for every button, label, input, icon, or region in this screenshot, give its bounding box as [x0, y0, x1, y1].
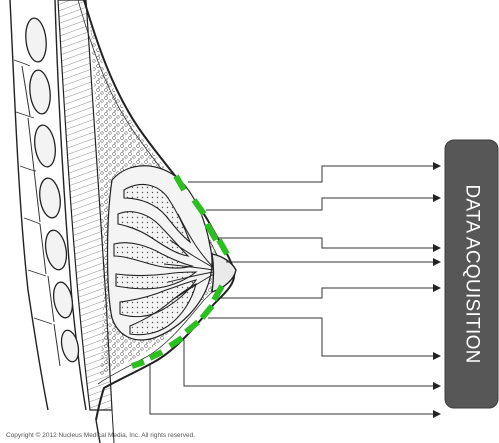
- sensor-electrode: [170, 338, 182, 346]
- signal-wire: [188, 166, 440, 182]
- sensor-electrode: [202, 306, 212, 318]
- copyright-notice: Copyright © 2012 Nucleus Medical Media, …: [6, 431, 195, 439]
- nipple: [212, 254, 236, 292]
- sensor-electrode: [186, 322, 198, 332]
- breast-anatomy-illustration: [10, 0, 236, 443]
- data-acquisition-unit: DATA ACQUISITION: [445, 140, 498, 408]
- signal-wire: [184, 340, 440, 386]
- sensor-electrode: [132, 362, 144, 366]
- sensor-electrode: [219, 240, 227, 254]
- signal-wire: [208, 318, 440, 356]
- signal-wire: [150, 364, 440, 414]
- signal-wire: [218, 238, 440, 248]
- data-acquisition-label: DATA ACQUISITION: [461, 184, 482, 363]
- signal-wire: [220, 288, 440, 298]
- signal-wire: [206, 198, 440, 210]
